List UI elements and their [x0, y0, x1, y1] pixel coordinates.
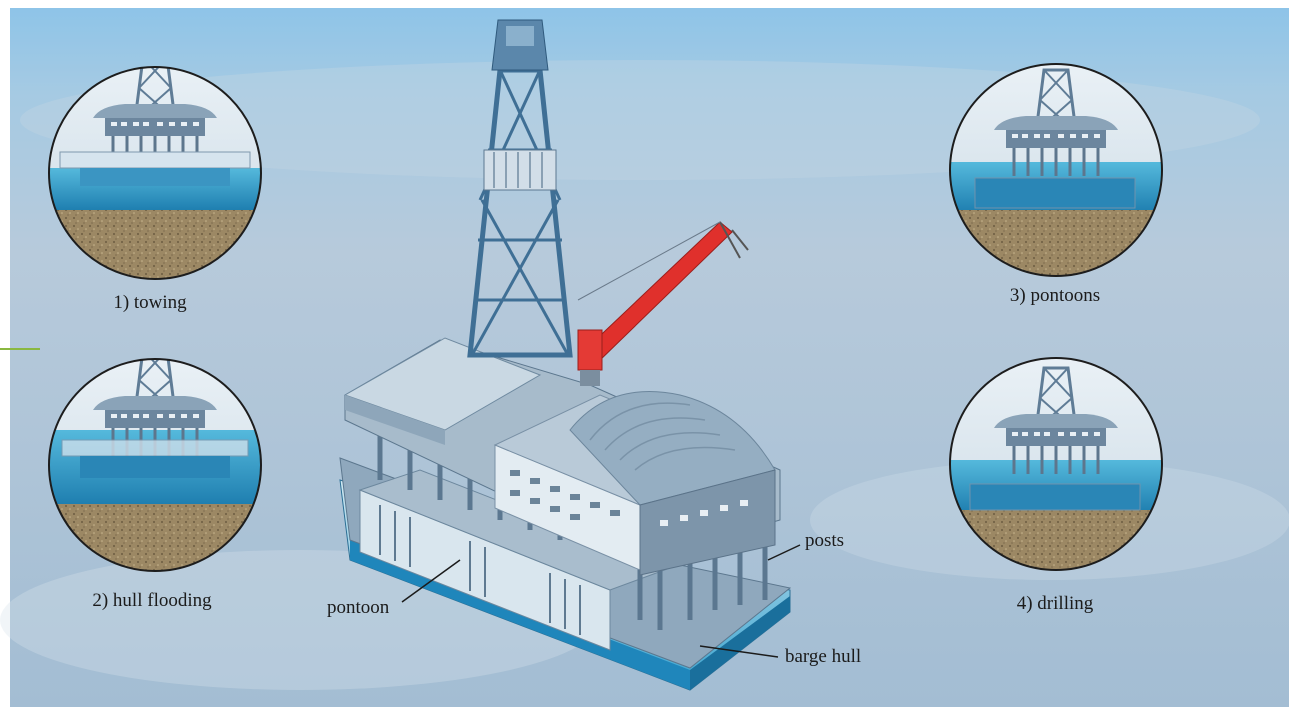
step-label-hull-flooding: 2) hull flooding: [92, 590, 212, 611]
step-circle-pontoons: [949, 63, 1163, 277]
step-circle-hull-flooding: [48, 358, 262, 572]
callout-pontoon: pontoon: [327, 597, 390, 618]
derrick-tower: [467, 19, 573, 358]
crane: [577, 221, 749, 386]
barge-hull-leader: [699, 645, 779, 658]
step-label-towing: 1) towing: [113, 292, 187, 313]
step-circle-towing: [48, 66, 262, 280]
callout-barge-hull: barge hull: [785, 646, 862, 667]
pontoon-leader: [401, 559, 461, 603]
step-label-pontoons: 3) pontoons: [1009, 285, 1101, 306]
drilling-platform: [339, 19, 792, 691]
posts-leader: [767, 544, 801, 561]
step-label-drilling: 4) drilling: [1016, 593, 1094, 614]
callout-posts: posts: [805, 530, 845, 551]
step-circle-drilling: [949, 357, 1163, 571]
